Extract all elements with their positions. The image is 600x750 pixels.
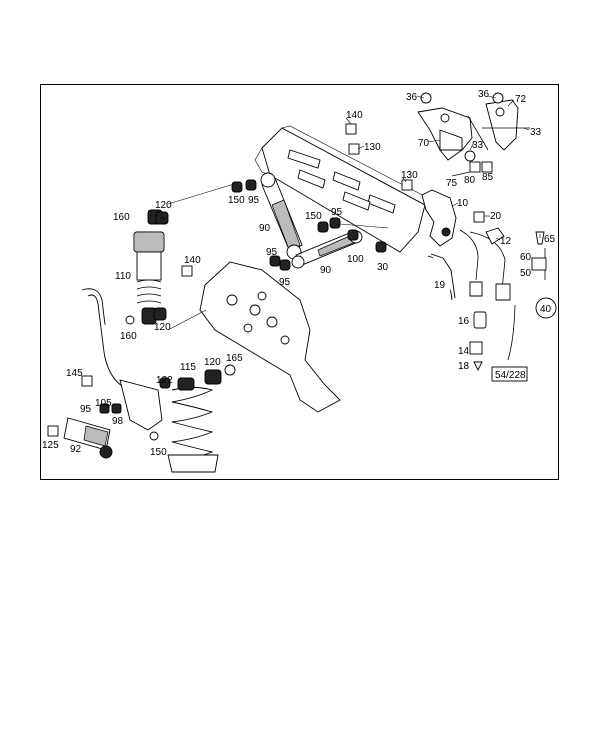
callout-72: 72 bbox=[515, 94, 527, 105]
callout-145: 145 bbox=[66, 368, 83, 379]
callout-20: 20 bbox=[490, 211, 502, 222]
air-spring-unit bbox=[133, 209, 165, 325]
callout-110: 110 bbox=[115, 271, 131, 282]
callout-95b: 95 bbox=[331, 207, 343, 218]
anti-roll-bar bbox=[81, 288, 163, 431]
circle-callout bbox=[535, 297, 557, 319]
callout-75: 75 bbox=[446, 178, 458, 189]
callout-18: 18 bbox=[458, 361, 470, 372]
circle-callout-label: 40 bbox=[540, 304, 552, 315]
reference-box-label: 54/228 bbox=[495, 370, 526, 381]
callout-60: 60 bbox=[520, 252, 532, 263]
callout-160b: 160 bbox=[120, 331, 137, 342]
coil-spring bbox=[167, 369, 222, 473]
callout-120c: 120 bbox=[204, 357, 221, 368]
callout-150a: 150 bbox=[228, 195, 245, 206]
callout-95a: 95 bbox=[248, 195, 260, 206]
callout-50: 50 bbox=[520, 268, 532, 279]
callout-70: 70 bbox=[418, 138, 430, 149]
callout-125: 125 bbox=[42, 440, 59, 451]
callout-90a: 90 bbox=[259, 223, 271, 234]
reference-box bbox=[491, 366, 528, 382]
fasteners bbox=[47, 123, 485, 441]
callout-85: 85 bbox=[482, 172, 494, 183]
callout-19: 19 bbox=[434, 280, 446, 291]
callout-30: 30 bbox=[377, 262, 389, 273]
callout-122: 122 bbox=[156, 375, 173, 386]
callout-92: 92 bbox=[70, 444, 82, 455]
wiring-harness bbox=[459, 227, 547, 361]
callout-80: 80 bbox=[464, 175, 476, 186]
callout-140a: 140 bbox=[346, 110, 363, 121]
callout-140b: 140 bbox=[184, 255, 201, 266]
callout-130b: 130 bbox=[401, 170, 418, 181]
callout-160a: 160 bbox=[113, 212, 130, 223]
shock-absorber-middle bbox=[291, 230, 363, 269]
callout-95e: 95 bbox=[80, 404, 92, 415]
callout-120a: 120 bbox=[155, 200, 172, 211]
hardware-bolts bbox=[420, 92, 530, 177]
small-shock-absorber bbox=[63, 417, 113, 459]
lower-bracket-plate bbox=[199, 261, 341, 413]
callout-labels: 36 36 72 33 33 70 75 80 85 140 130 130 1… bbox=[42, 89, 556, 458]
callout-120b: 120 bbox=[154, 322, 171, 333]
callout-98: 98 bbox=[112, 416, 124, 427]
shock-absorber-upper bbox=[260, 172, 303, 260]
callout-150c: 150 bbox=[150, 447, 167, 458]
callout-33b: 33 bbox=[472, 140, 484, 151]
callout-14: 14 bbox=[458, 346, 470, 357]
callout-36b: 36 bbox=[478, 89, 490, 100]
callout-115: 115 bbox=[180, 362, 196, 373]
cab-lock bbox=[421, 189, 457, 247]
callout-150b: 150 bbox=[305, 211, 322, 222]
callout-65: 65 bbox=[544, 234, 556, 245]
callout-36a: 36 bbox=[406, 92, 418, 103]
sensor-parts bbox=[469, 311, 487, 372]
tilt-rod bbox=[427, 253, 456, 301]
callout-10: 10 bbox=[457, 198, 469, 209]
top-bracket-70 bbox=[417, 107, 473, 161]
callout-95d: 95 bbox=[279, 277, 291, 288]
leader-lines bbox=[160, 95, 541, 331]
callout-16: 16 bbox=[458, 316, 470, 327]
callout-33a: 33 bbox=[530, 127, 542, 138]
callout-12: 12 bbox=[500, 236, 512, 247]
callout-105: 105 bbox=[95, 398, 112, 409]
callout-165: 165 bbox=[226, 353, 243, 364]
cab-frame-rail bbox=[254, 125, 433, 253]
callout-130a: 130 bbox=[364, 142, 381, 153]
callout-90b: 90 bbox=[320, 265, 332, 276]
top-bracket-72 bbox=[485, 99, 519, 151]
callout-100: 100 bbox=[347, 254, 364, 265]
callout-95c: 95 bbox=[266, 247, 278, 258]
